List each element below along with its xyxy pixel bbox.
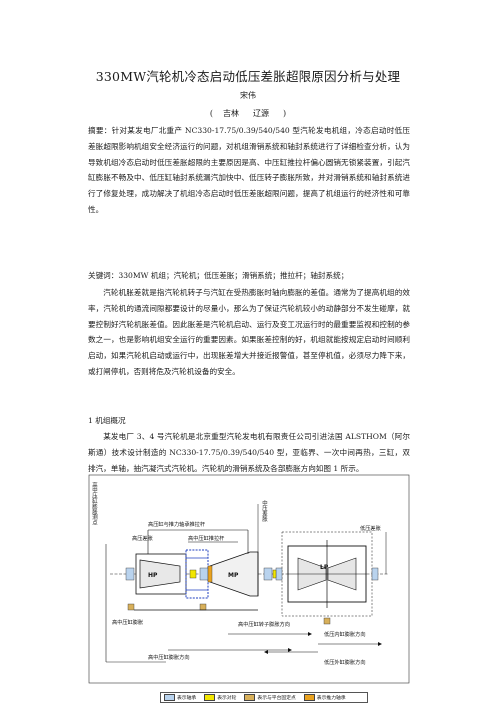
legend-swatch-coupling xyxy=(204,694,216,701)
legend-item-thrust-bearing: 表示推力轴承 xyxy=(303,694,346,701)
legend-swatch-bearing xyxy=(164,694,175,701)
label-himp-casing-exp: 高中压缸膨胀 xyxy=(112,618,143,626)
legend-item-fixed-point: 表示与平台固定点 xyxy=(244,694,296,701)
label-hp-pushrod-bearing: 高压缸与推力轴承推拉杆 xyxy=(148,520,205,528)
paper-affiliation: ( 吉林 辽源) xyxy=(0,108,496,119)
legend-label-fixed-point: 表示与平台固定点 xyxy=(257,696,296,701)
affiliation-open: ( xyxy=(209,109,213,118)
paragraph-intro: 汽轮机胀差就是指汽轮机转子与汽缸在受热膨胀时轴向膨胀的差值。通常为了提高机组的效… xyxy=(88,288,410,376)
paragraph-overview: 某发电厂 3、4 号汽轮机是北京重型汽轮发电机有限责任公司引进法国 ALSTHO… xyxy=(88,432,410,473)
figure-legend: 表示轴承 表示对轮 表示与平台固定点 表示推力轴承 xyxy=(160,692,368,703)
legend-swatch-fixed-point xyxy=(244,694,256,701)
label-himp-rotor-dir: 高中压缸转子膨胀方向 xyxy=(238,620,290,628)
label-lp-casing-dir: 低压内缸膨胀方向 xyxy=(324,630,366,638)
module-hp-label: HP xyxy=(148,572,158,579)
affiliation-place: 吉林 xyxy=(223,109,239,118)
figure-diagram: HP MP LP 高中压缸膨胀测点 中压差胀 高压缸与推力轴承推拉杆 高压差胀 … xyxy=(88,474,410,684)
label-mid-diff: 中压差胀 xyxy=(261,499,268,523)
paper-author: 宋伟 xyxy=(240,91,256,100)
module-mp-label: MP xyxy=(228,572,239,579)
label-lp-outer-dir: 低压外缸膨胀方向 xyxy=(324,658,366,666)
label-hp-diff: 高压差胀 xyxy=(132,534,153,542)
module-lp-label: LP xyxy=(320,564,329,571)
figure-sliding-pin-system: HP MP LP 高中压缸膨胀测点 中压差胀 高压缸与推力轴承推拉杆 高压差胀 … xyxy=(88,474,410,684)
label-himp-casing-dir: 高中压缸膨胀方向 xyxy=(148,653,190,661)
legend-label-bearing: 表示轴承 xyxy=(177,696,197,701)
legend-label-thrust-bearing: 表示推力轴承 xyxy=(316,696,346,701)
abstract: 摘要：针对某发电厂北重产 NC330-17.75/0.39/540/540 型汽… xyxy=(88,126,410,214)
section-heading: 1 机组概况 xyxy=(88,416,126,425)
legend-item-coupling: 表示对轮 xyxy=(204,694,236,701)
affiliation-city: 辽源 xyxy=(253,109,269,118)
legend-label-coupling: 表示对轮 xyxy=(217,696,237,701)
keywords: 关键词：330MW 机组；汽轮机；低压差胀；滑销系统；推拉杆；轴封系统； xyxy=(88,271,349,280)
affiliation-close: ) xyxy=(283,109,287,118)
legend-swatch-thrust-bearing xyxy=(303,694,315,701)
legend-item-bearing: 表示轴承 xyxy=(164,694,196,701)
paper-title: 330MW汽轮机冷态启动低压差胀超限原因分析与处理 xyxy=(95,69,401,84)
label-hip-casing-measure: 高中压缸膨胀测点 xyxy=(91,481,98,527)
label-himp-pushrod: 高中压缸推拉杆 xyxy=(188,534,224,542)
label-lp-diff: 低压差胀 xyxy=(360,524,381,532)
